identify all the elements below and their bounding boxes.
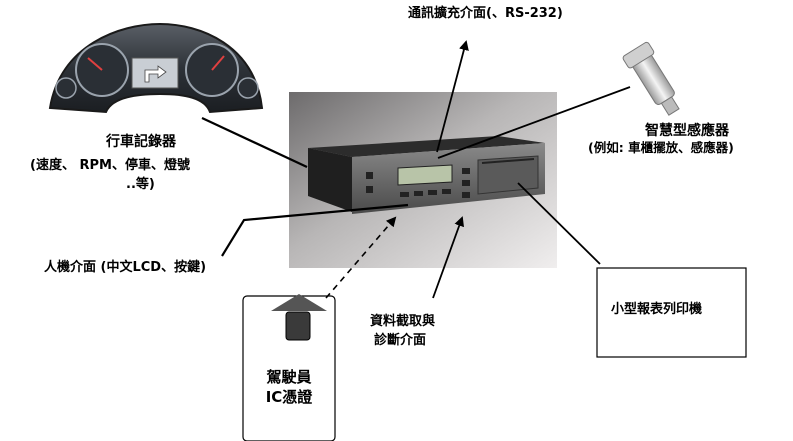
hmi-label: 人機介面 (中文LCD、按鍵) <box>44 260 207 275</box>
sensor-subtitle-label: (例如: 車櫃擺放、感應器) <box>588 140 734 155</box>
sensor-line <box>437 86 631 159</box>
data-interface-label-1: 資料截取與 <box>370 314 436 329</box>
card-insert-arrow-icon <box>271 294 327 311</box>
recorder-title-label: 行車記錄器 <box>106 134 176 150</box>
card-dashed-arrow <box>325 216 397 299</box>
comm-arrow <box>436 40 469 153</box>
vehicle-recorder-device <box>308 136 545 214</box>
device-button <box>462 192 470 198</box>
speedometer-needle <box>87 57 103 71</box>
smart-sensor-probe <box>622 41 680 116</box>
driver-card-label-2: IC憑證 <box>265 388 313 406</box>
device-button <box>366 186 373 193</box>
driver-card-label-1: 駕駛員 <box>266 368 312 386</box>
device-button <box>414 191 423 196</box>
probe-tip <box>660 96 680 116</box>
device-lcd <box>397 164 453 186</box>
card-chip-icon <box>285 311 311 341</box>
device-button <box>462 168 470 174</box>
device-side <box>308 148 352 212</box>
device-paper-slot <box>481 158 535 164</box>
printer-line <box>517 182 601 265</box>
recorder-subtitle-label-2: ..等) <box>126 177 155 192</box>
driver-card-box <box>242 295 336 441</box>
recorder-subtitle-label-1: (速度、 RPM、停車、燈號 <box>30 158 190 173</box>
printer-label: 小型報表列印機 <box>611 302 703 317</box>
printer-box <box>596 267 747 358</box>
fuel-gauge <box>55 77 77 99</box>
comm-interface-label: 通訊擴充介面(、RS-232) <box>408 6 563 21</box>
device-button <box>442 189 451 194</box>
tachometer-needle <box>211 55 225 71</box>
center-display-arrow-icon <box>144 65 167 83</box>
data-interface-label-2: 診斷介面 <box>374 333 427 348</box>
probe-cap <box>622 41 655 69</box>
temp-gauge <box>237 77 259 99</box>
hmi-line <box>221 203 409 257</box>
device-button <box>428 190 437 195</box>
recorder-line <box>201 117 308 168</box>
device-printer-slot <box>477 155 539 195</box>
device-button <box>400 192 409 197</box>
device-button <box>366 172 373 179</box>
device-button <box>462 180 470 186</box>
dashboard-cluster <box>48 22 264 114</box>
sensor-title-label: 智慧型感應器 <box>645 123 729 139</box>
data-interface-arrow <box>432 216 464 299</box>
